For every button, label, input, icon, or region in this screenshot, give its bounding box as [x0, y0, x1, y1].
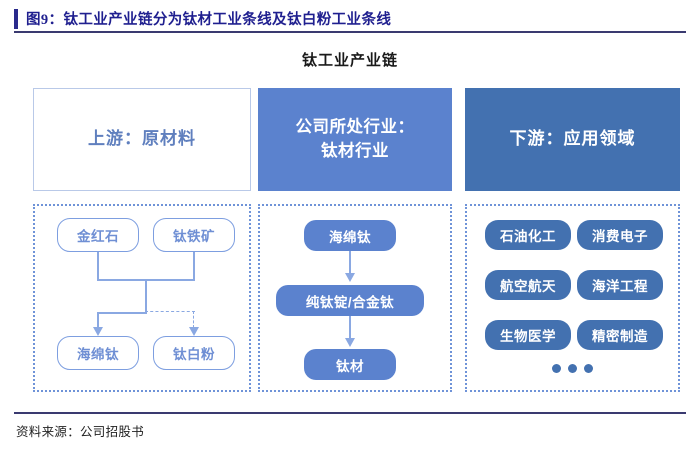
downstream-header: 下游：应用领域 — [465, 88, 680, 191]
header-divider — [14, 31, 686, 33]
node-titanium-material[interactable]: 钛材 — [304, 349, 396, 380]
midstream-header: 公司所处行业： 钛材行业 — [258, 88, 452, 191]
figure-label: 图9：钛工业产业链分为钛材工业条线及钛白粉工业条线 — [26, 12, 392, 28]
arrow-to-sponge-titanium — [93, 327, 103, 336]
figure-header: 图9：钛工业产业链分为钛材工业条线及钛白粉工业条线 — [0, 8, 700, 34]
figure-accent-bar — [14, 9, 18, 29]
node-ilmenite[interactable]: 钛铁矿 — [153, 218, 235, 252]
more-applications-indicator — [467, 364, 678, 373]
connector-dashed-to-tio2 — [193, 311, 194, 328]
connector-solid-to-sponge — [97, 312, 99, 328]
value-chain-diagram: 上游：原材料 金红石 钛铁矿 海绵钛 钛白粉 公司所处行业： 钛材行业 — [14, 80, 686, 400]
chart-title: 钛工业产业链 — [301, 51, 398, 69]
connector-split — [97, 312, 147, 314]
midstream-header-line2: 钛材行业 — [321, 141, 389, 160]
node-sponge-titanium-upstream[interactable]: 海绵钛 — [57, 336, 139, 370]
node-titanium-ingot[interactable]: 纯钛锭/合金钛 — [276, 285, 424, 316]
node-petrochemical[interactable]: 石油化工 — [485, 220, 571, 250]
node-aerospace[interactable]: 航空航天 — [485, 270, 571, 300]
footer-divider — [14, 412, 686, 414]
ellipsis-dot-icon — [584, 364, 593, 373]
upstream-header: 上游：原材料 — [33, 88, 251, 191]
midstream-header-line1: 公司所处行业： — [295, 117, 415, 136]
connector-ingot-to-material — [349, 316, 351, 340]
arrow-to-ingot — [345, 273, 355, 282]
connector-drop — [145, 279, 147, 313]
node-precision-manufacturing[interactable]: 精密制造 — [577, 320, 663, 350]
ellipsis-dot-icon — [568, 364, 577, 373]
connector-ilmenite-stub — [193, 252, 195, 280]
node-sponge-titanium[interactable]: 海绵钛 — [304, 220, 396, 251]
connector-dashed-horizontal — [145, 311, 195, 312]
node-rutile[interactable]: 金红石 — [57, 218, 139, 252]
upstream-body: 金红石 钛铁矿 海绵钛 钛白粉 — [33, 204, 251, 392]
node-marine-engineering[interactable]: 海洋工程 — [577, 270, 663, 300]
source-note: 资料来源：公司招股书 — [16, 425, 145, 439]
arrow-to-titanium-dioxide — [189, 327, 199, 336]
ellipsis-dot-icon — [552, 364, 561, 373]
arrow-to-titanium-material — [345, 338, 355, 347]
node-consumer-electronics[interactable]: 消费电子 — [577, 220, 663, 250]
node-biomedical[interactable]: 生物医学 — [485, 320, 571, 350]
downstream-body: 石油化工 消费电子 航空航天 海洋工程 生物医学 精密制造 — [465, 204, 680, 392]
midstream-body: 海绵钛 纯钛锭/合金钛 钛材 — [258, 204, 452, 392]
node-titanium-dioxide[interactable]: 钛白粉 — [153, 336, 235, 370]
connector-rutile-stub — [97, 252, 99, 280]
connector-sponge-to-ingot — [349, 251, 351, 275]
